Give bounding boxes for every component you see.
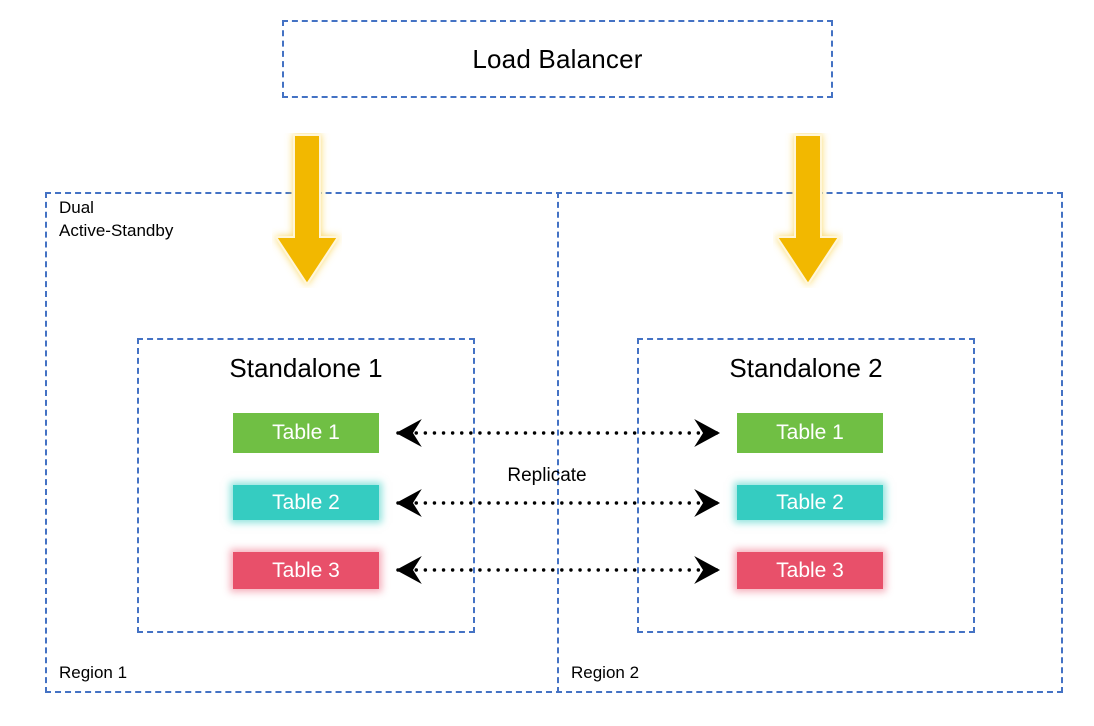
standalone-1-table-2[interactable]: Table 2 bbox=[233, 485, 379, 520]
standalone-2-box[interactable] bbox=[637, 338, 975, 633]
standalone-2-table-1[interactable]: Table 1 bbox=[737, 413, 883, 453]
standalone-2-table-3[interactable]: Table 3 bbox=[737, 552, 883, 589]
region-2-label: Region 2 bbox=[571, 663, 640, 682]
replicate-label: Replicate bbox=[507, 465, 587, 486]
standalone-2-table-2[interactable]: Table 2 bbox=[737, 485, 883, 520]
traffic-arrow-right-icon bbox=[775, 134, 841, 286]
region-divider bbox=[557, 192, 559, 693]
standalone-1-title: Standalone 1 bbox=[229, 353, 383, 383]
standalone-2-table-1-label: Table 1 bbox=[776, 421, 844, 444]
load-balancer-box[interactable]: Load Balancer bbox=[282, 20, 833, 98]
standalone-1-table-1-label: Table 1 bbox=[272, 421, 340, 444]
dual-active-standby-label: Dual Active-Standby bbox=[59, 198, 174, 240]
standalone-1-table-2-label: Table 2 bbox=[272, 490, 340, 514]
standalone-2-table-2-label: Table 2 bbox=[776, 490, 844, 514]
standalone-1-table-3[interactable]: Table 3 bbox=[233, 552, 379, 589]
region-container bbox=[45, 192, 1063, 693]
traffic-arrow-left-icon bbox=[274, 134, 340, 286]
standalone-2-title: Standalone 2 bbox=[729, 353, 883, 383]
standalone-1-box[interactable] bbox=[137, 338, 475, 633]
standalone-1-table-1[interactable]: Table 1 bbox=[233, 413, 379, 453]
standalone-1-table-3-label: Table 3 bbox=[272, 558, 340, 582]
standalone-2-table-3-label: Table 3 bbox=[776, 558, 844, 582]
load-balancer-label: Load Balancer bbox=[472, 43, 643, 74]
region-1-label: Region 1 bbox=[59, 663, 128, 682]
